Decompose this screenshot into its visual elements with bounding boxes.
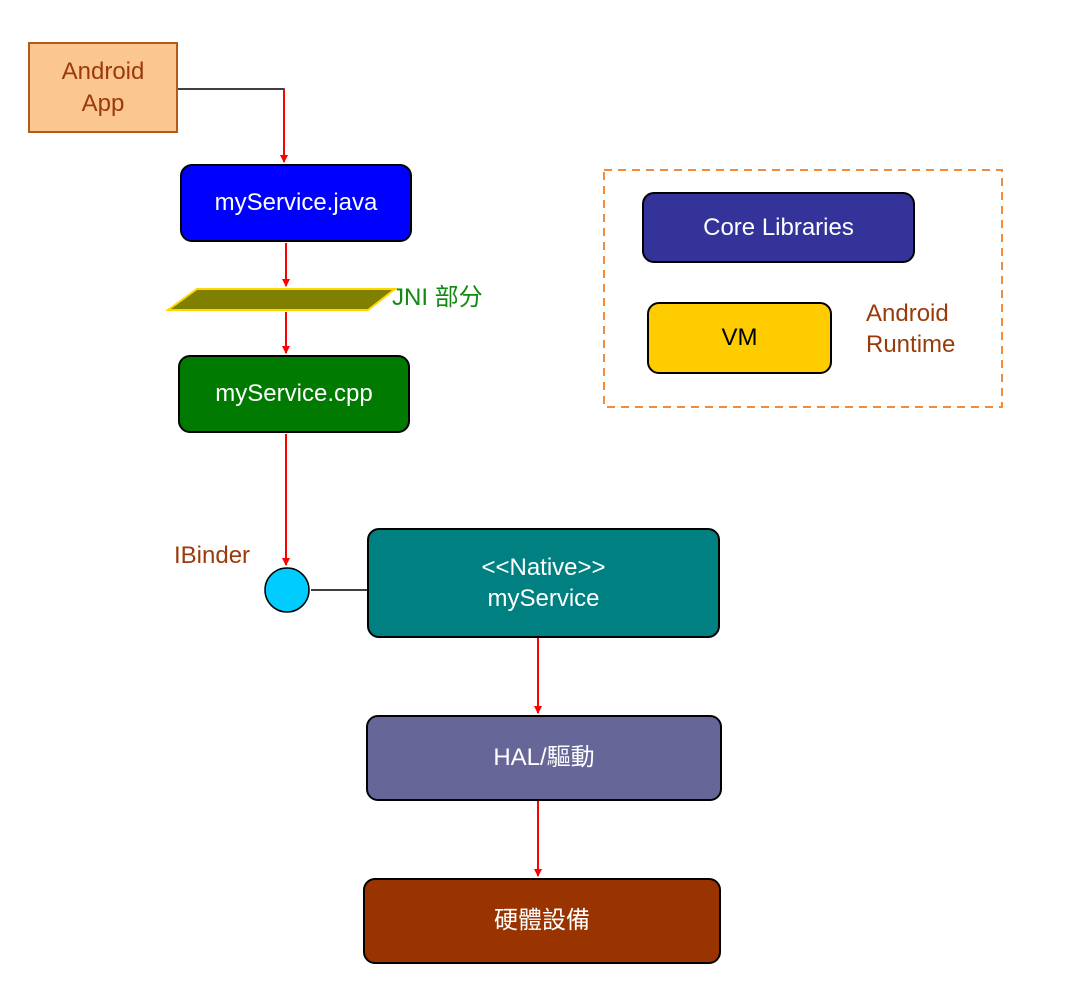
myservice-cpp-label: myService.cpp — [215, 380, 373, 408]
myservice-java-label: myService.java — [214, 189, 378, 217]
hardware-device-node: 硬體設備 — [363, 878, 721, 964]
myservice-java-node: myService.java — [180, 164, 412, 242]
app-to-java-connector — [178, 88, 285, 121]
android-runtime-label: Android Runtime — [866, 300, 956, 359]
core-libraries-node: Core Libraries — [642, 192, 915, 263]
myservice-cpp-node: myService.cpp — [178, 355, 410, 433]
native-myservice-node: <<Native>> myService — [367, 528, 720, 638]
vm-label: VM — [721, 324, 758, 352]
vm-node: VM — [647, 302, 832, 374]
hal-driver-node: HAL/驅動 — [366, 715, 722, 801]
native-myservice-label: <<Native>> myService — [481, 554, 606, 613]
ibinder-interface-circle — [264, 567, 310, 613]
ibinder-label: IBinder — [174, 542, 251, 569]
android-runtime-boundary — [603, 169, 1003, 408]
hal-driver-label: HAL/驅動 — [493, 744, 595, 772]
android-app-label: Android App — [61, 58, 145, 117]
jni-label: JNI 部分 — [392, 284, 483, 311]
hardware-device-label: 硬體設備 — [494, 907, 590, 935]
core-libraries-label: Core Libraries — [703, 213, 854, 241]
jni-parallelogram — [164, 288, 398, 311]
android-app-node: Android App — [28, 42, 178, 133]
